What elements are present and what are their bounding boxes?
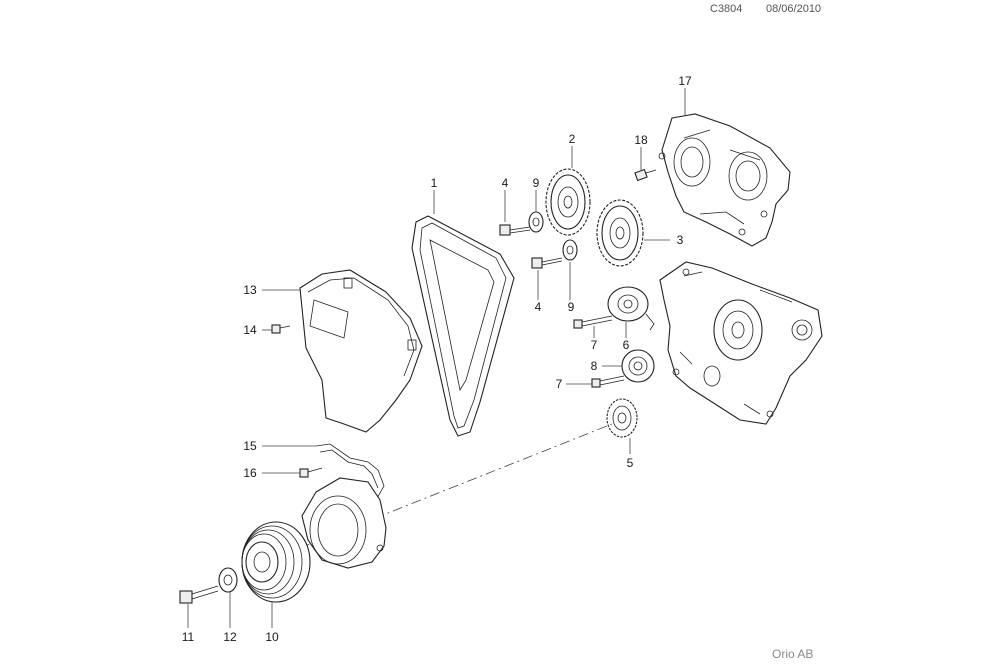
screw-16: [299, 467, 323, 478]
callout-11: 11: [182, 630, 195, 644]
bolt-7-upper: [573, 315, 613, 329]
bolt-7-lower: [591, 375, 625, 388]
lower-cover: [301, 477, 387, 569]
washer-9-lower: [562, 239, 578, 261]
bolt-4-lower: [531, 257, 563, 269]
washer-9-upper: [528, 211, 544, 233]
timing-belt: [411, 215, 515, 437]
tensioner-6: [607, 286, 655, 331]
leader-lines: [187, 88, 686, 628]
bolt-4-upper: [499, 224, 531, 236]
callout-7-upper: 7: [591, 338, 598, 352]
crankshaft-pulley-10: [241, 521, 311, 603]
crankshaft-sprocket-5: [606, 398, 638, 438]
callout-labels: 1 2 3 4 4 5 6 7 7 8 9 9 10 11 12 13 14 1…: [182, 74, 692, 644]
callout-10: 10: [265, 630, 279, 644]
screw-14: [271, 324, 291, 334]
publisher-brand: Orio AB: [772, 647, 814, 661]
callout-6: 6: [623, 338, 630, 352]
diagram-date: 08/06/2010: [766, 3, 822, 15]
bolt-18: [634, 168, 657, 182]
callout-3: 3: [677, 233, 684, 247]
callout-5: 5: [627, 456, 634, 470]
engine-block-front: [659, 261, 823, 425]
washer-12: [218, 567, 238, 593]
callout-13: 13: [243, 283, 257, 297]
idler-pulley-8: [621, 349, 655, 383]
callout-14: 14: [243, 323, 257, 337]
camshaft-sprocket-2: [545, 168, 591, 236]
callout-2: 2: [569, 132, 576, 146]
callout-12: 12: [223, 630, 237, 644]
callout-17: 17: [678, 74, 692, 88]
callout-4-lower: 4: [535, 300, 542, 314]
callout-15: 15: [243, 439, 257, 453]
callout-1: 1: [431, 176, 438, 190]
callout-18: 18: [634, 133, 648, 147]
callout-8: 8: [591, 359, 598, 373]
bracket-15: [315, 443, 385, 501]
callout-7-lower: 7: [556, 377, 563, 391]
camshaft-sprocket-3: [596, 199, 644, 267]
callout-9-upper: 9: [533, 176, 540, 190]
bolt-11: [179, 585, 219, 604]
front-timing-cover: [299, 269, 423, 433]
diagram-code: C3804: [710, 3, 743, 15]
callout-4-upper: 4: [502, 176, 509, 190]
callout-16: 16: [243, 466, 257, 480]
callout-9-lower: 9: [568, 300, 575, 314]
rear-timing-cover: [658, 113, 791, 247]
